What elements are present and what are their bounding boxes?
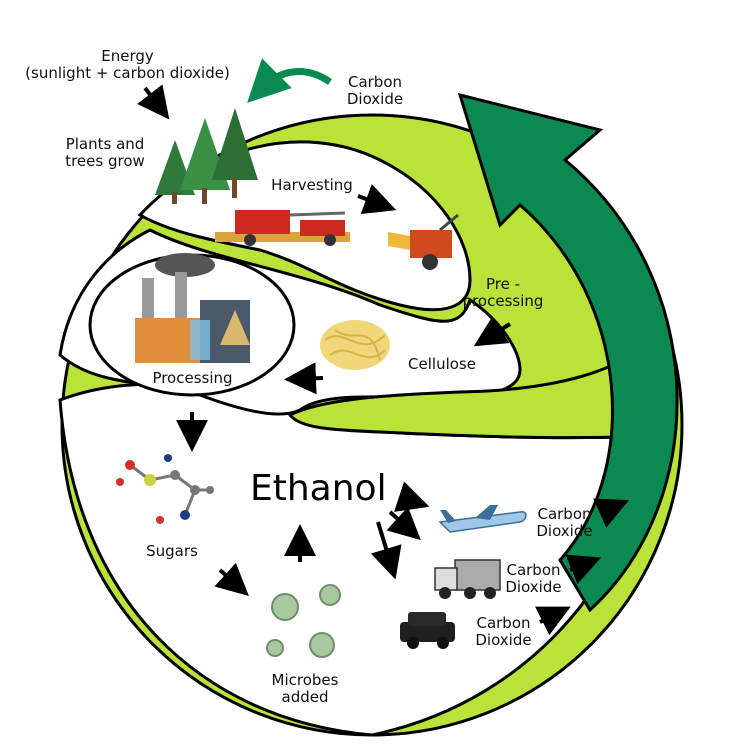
label-co2-plane: Carbon Dioxide: [536, 505, 593, 540]
label-co2-car: Carbon Dioxide: [475, 614, 532, 649]
co2-return-arrow: [457, 92, 679, 613]
ethanol-title: Ethanol: [250, 468, 387, 509]
label-harvesting: Harvesting: [271, 176, 353, 194]
label-co2-top: Carbon Dioxide: [346, 73, 404, 108]
combine-harvester-icon: [215, 210, 350, 246]
label-energy: Energy (sunlight + carbon dioxide): [25, 47, 230, 82]
suv-icon: [400, 612, 455, 649]
co2-curved-arrow: [247, 58, 332, 103]
label-microbes: Microbes added: [271, 671, 339, 706]
label-processing: Processing: [152, 369, 233, 387]
dump-truck-icon: [434, 559, 501, 599]
microbe-icon: [266, 584, 341, 658]
factory-icon: [135, 253, 250, 363]
label-sugars: Sugars: [146, 542, 198, 560]
label-preprocessing: Pre - processing: [462, 275, 544, 310]
flow-arrows: [137, 84, 629, 636]
airplane-icon: [438, 505, 527, 533]
cellulose-fiber-icon: [320, 320, 390, 370]
trees-icon: [155, 108, 258, 204]
label-co2-truck: Carbon Dioxide: [505, 561, 562, 596]
sugar-molecule-icon: [116, 454, 214, 524]
label-plants: Plants and trees grow: [65, 135, 145, 170]
wood-chipper-icon: [388, 213, 459, 270]
label-cellulose: Cellulose: [408, 355, 476, 373]
